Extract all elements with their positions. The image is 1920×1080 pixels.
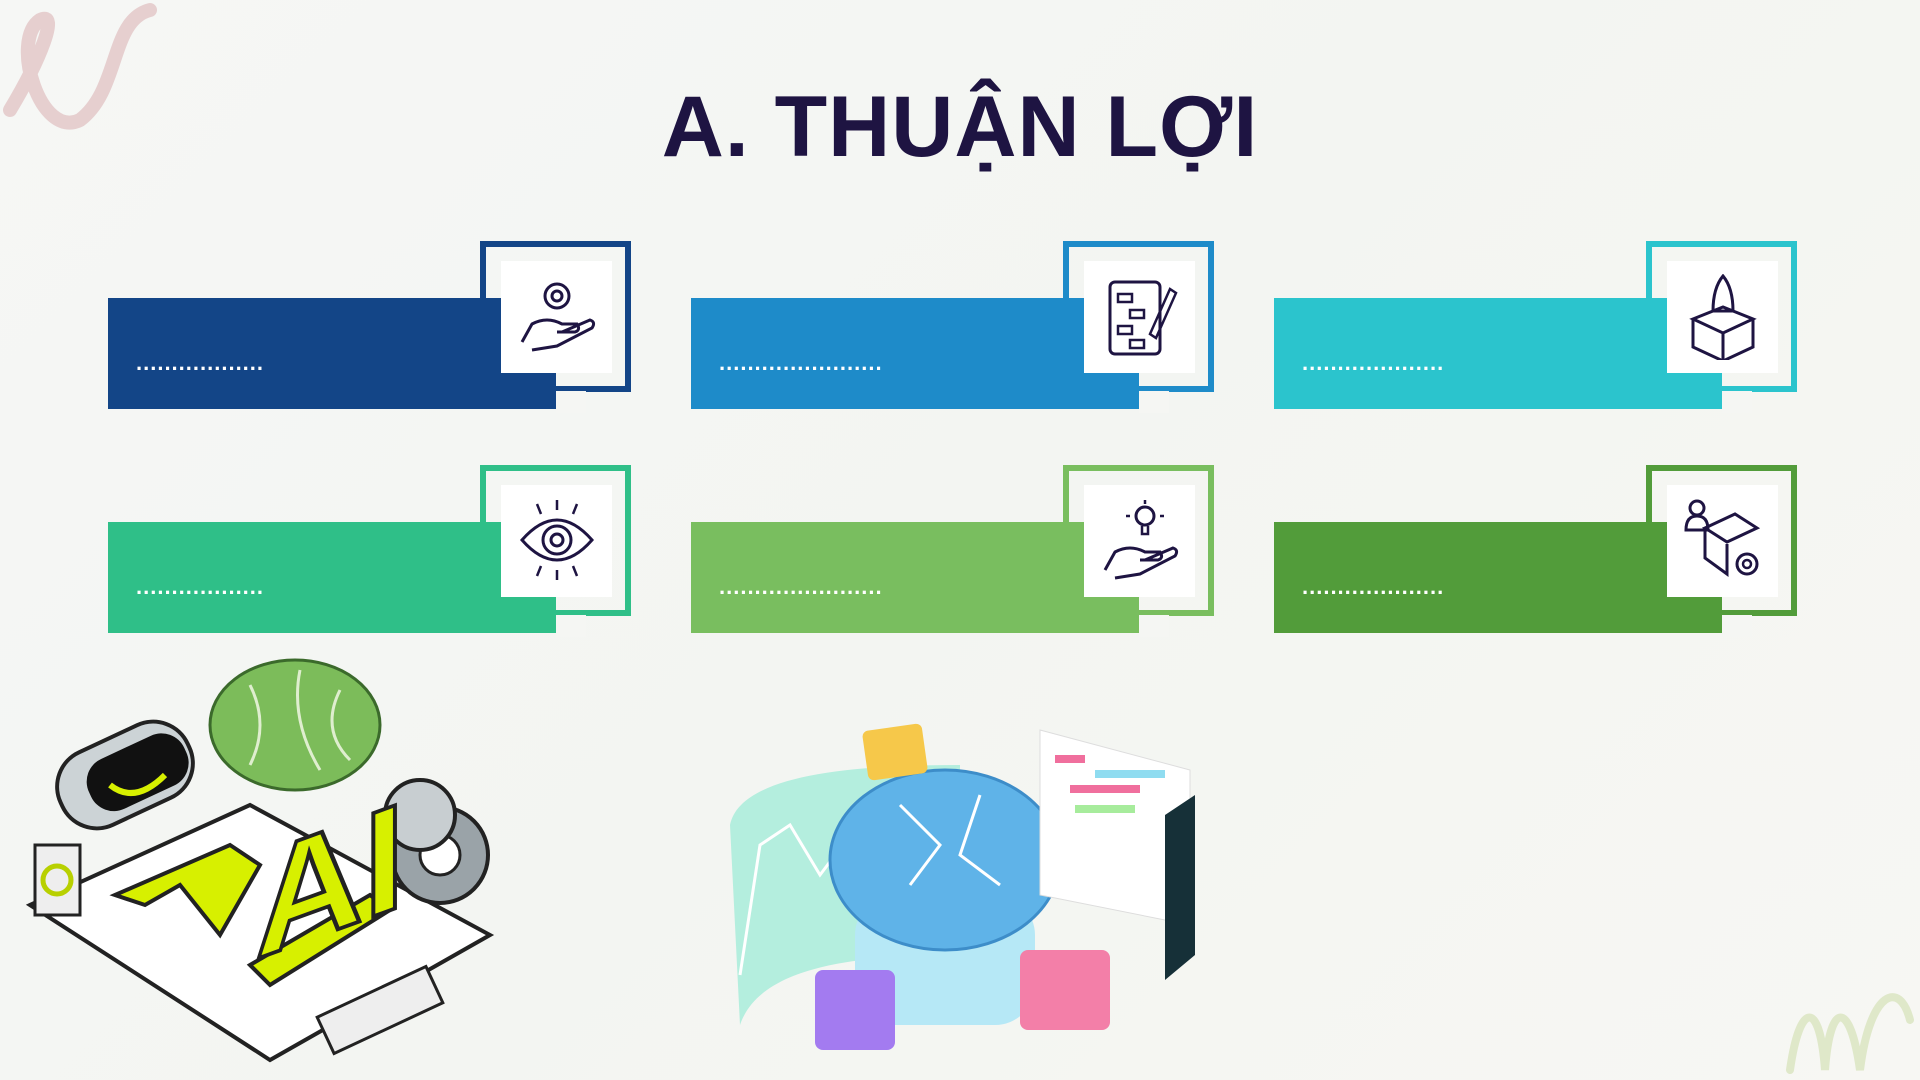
frame-gap [1139, 615, 1169, 637]
eye-icon [519, 500, 594, 580]
frame-gap [1722, 615, 1752, 637]
card-bar: .................... [1274, 298, 1722, 409]
card-placeholder-text[interactable]: .................. [136, 574, 265, 599]
ai-robot-illustration: AI [25, 658, 495, 1063]
card-bar: .................... [1274, 522, 1722, 633]
advantage-card: ....................... [691, 465, 1271, 637]
icon-box [501, 485, 612, 597]
frame-gap [556, 391, 586, 413]
icon-box [1084, 485, 1195, 597]
card-placeholder-text[interactable]: .................... [1302, 574, 1445, 599]
clipboard-flowchart-icon [1108, 280, 1178, 356]
card-placeholder-text[interactable]: ....................... [719, 574, 883, 599]
hand-gear-icon [520, 282, 595, 352]
card-placeholder-text[interactable]: .................... [1302, 350, 1445, 375]
icon-box [1084, 261, 1195, 373]
card-bar: ....................... [691, 522, 1139, 633]
advantage-card: ....................... [691, 241, 1271, 413]
page-title: A. THUẬN LỢI [661, 79, 1259, 175]
frame-gap [556, 615, 586, 637]
advantage-card: .................. [108, 465, 688, 637]
frame-gap [1139, 391, 1169, 413]
brain-tech-illustration [730, 723, 1195, 1050]
decorative-squiggle-topleft [3, 3, 157, 130]
advantage-card: .................. [108, 241, 688, 413]
card-placeholder-text[interactable]: .................. [136, 350, 265, 375]
frame-gap [1722, 391, 1752, 413]
card-placeholder-text[interactable]: ....................... [719, 350, 883, 375]
card-bar: ....................... [691, 298, 1139, 409]
icon-box [501, 261, 612, 373]
rocket-box-icon [1688, 274, 1757, 360]
hand-lightbulb-icon [1103, 500, 1178, 580]
card-bar: .................. [108, 522, 556, 633]
card-bar: .................. [108, 298, 556, 409]
person-box-gear-icon [1683, 499, 1760, 577]
icon-box [1667, 485, 1778, 597]
advantage-card: .................... [1274, 241, 1854, 413]
icon-box [1667, 261, 1778, 373]
decorative-squiggle-bottomright [1786, 993, 1914, 1074]
advantage-card: .................... [1274, 465, 1854, 637]
